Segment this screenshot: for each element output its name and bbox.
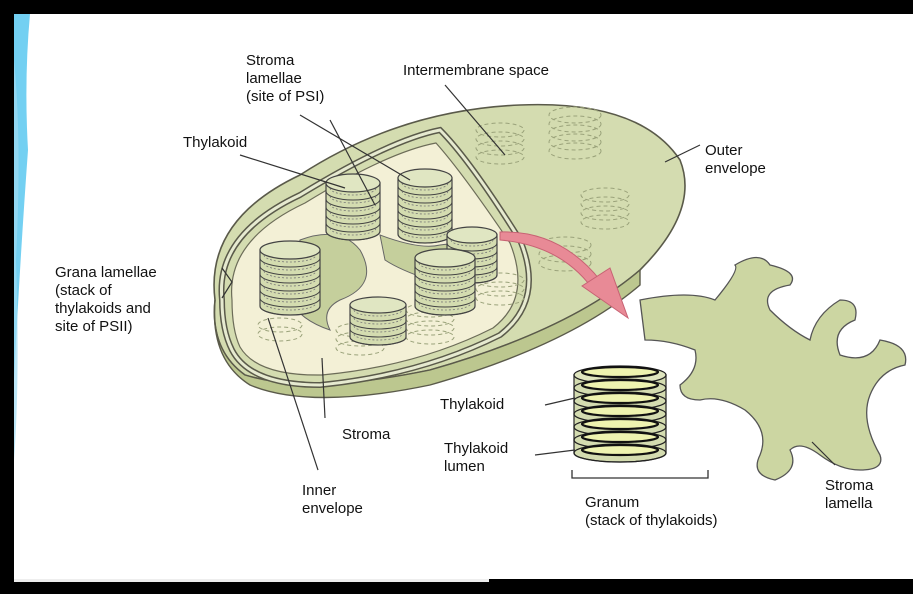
label-granum: Granum (stack of thylakoids) xyxy=(585,494,718,530)
label-stroma: Stroma xyxy=(342,426,390,444)
label-stroma-lamellae: Stroma lamellae (site of PSI) xyxy=(246,52,324,106)
granum-enlarged xyxy=(574,366,666,462)
label-thylakoid-lumen: Thylakoid lumen xyxy=(444,440,508,476)
granum-stack xyxy=(415,249,475,315)
label-thylakoid-right: Thylakoid xyxy=(440,396,504,414)
label-stroma-lamella: Stroma lamella xyxy=(825,477,873,513)
label-outer-envelope: Outer envelope xyxy=(705,142,766,178)
thylakoid-lumen-disc xyxy=(582,367,658,377)
label-intermembrane-space: Intermembrane space xyxy=(403,62,549,80)
thylakoid-lumen-disc xyxy=(582,419,658,429)
thylakoid-lumen-disc xyxy=(582,380,658,390)
thylakoid-lumen-disc xyxy=(582,445,658,455)
granum-stack xyxy=(260,241,320,315)
granum-stack xyxy=(326,174,380,240)
label-thylakoid-top: Thylakoid xyxy=(183,134,247,152)
granum-stack xyxy=(350,297,406,345)
label-grana-lamellae: Grana lamellae (stack of thylakoids and … xyxy=(55,264,157,336)
bottom-white-strip xyxy=(14,579,489,582)
thylakoid-lumen-disc xyxy=(582,406,658,416)
label-inner-envelope: Inner envelope xyxy=(302,482,363,518)
thylakoid-lumen-disc xyxy=(582,393,658,403)
thylakoid-lumen-disc xyxy=(582,432,658,442)
granum-stack xyxy=(398,169,452,243)
